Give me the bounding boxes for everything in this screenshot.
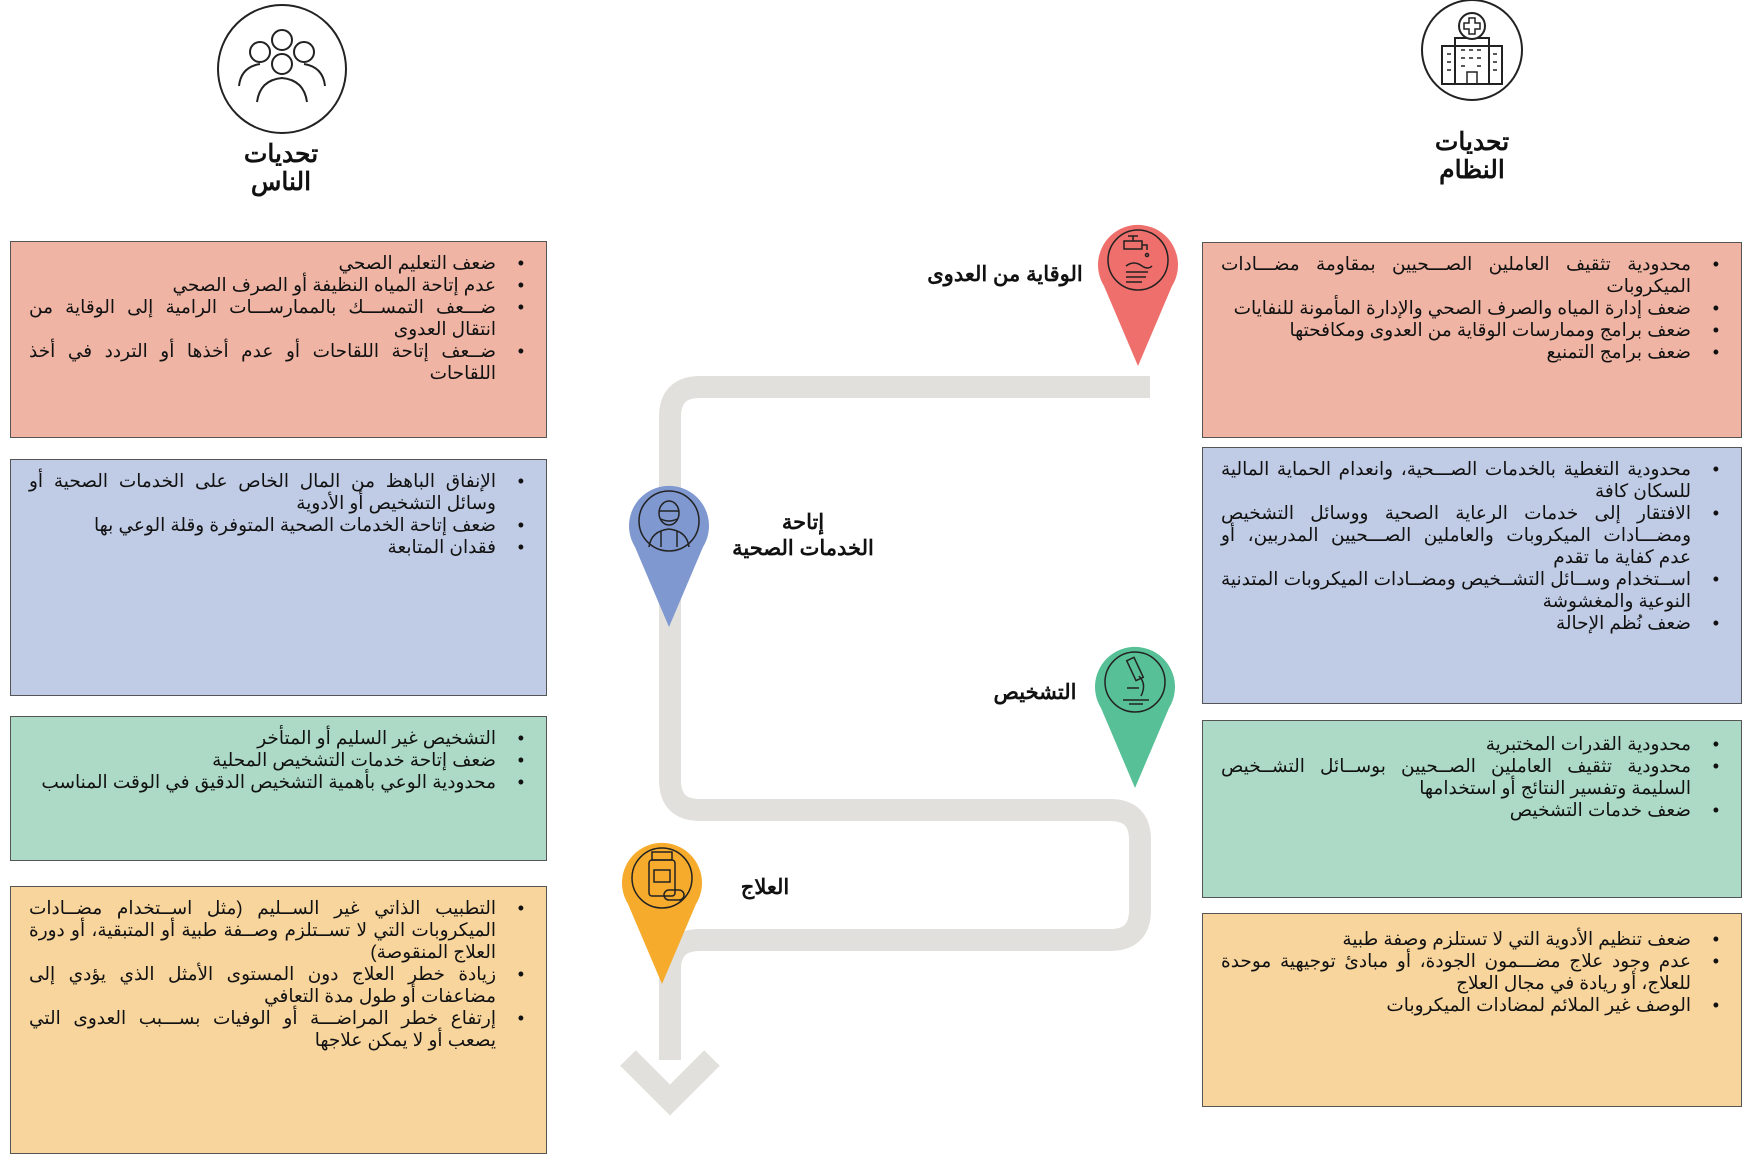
list-item: التطبيب الذاتي غير الســليم (مثل اســتخد… <box>29 897 524 963</box>
access-label: إتاحة الخدمات الصحية <box>718 510 888 562</box>
list-item: ضعف برامج وممارسات الوقاية من العدوى ومك… <box>1221 319 1719 341</box>
system-prevention-box: محدودية تثقيف العاملين الصـــحيين بمقاوم… <box>1202 242 1742 438</box>
system-prevention-list: محدودية تثقيف العاملين الصـــحيين بمقاوم… <box>1203 243 1741 371</box>
system-header-line1: تحديات <box>1434 128 1510 156</box>
system-header-line2: النظام <box>1439 156 1505 184</box>
system-treatment-box: ضعف تنظيم الأدوية التي لا تستلزم وصفة طب… <box>1202 913 1742 1107</box>
system-diagnosis-box: محدودية القدرات المختبرية محدودية تثقيف … <box>1202 720 1742 898</box>
list-item: فقدان المتابعة <box>29 536 524 558</box>
diagnosis-label: التشخيص <box>993 681 1077 704</box>
people-prevention-list: ضعف التعليم الصحي عدم إتاحة المياه النظي… <box>11 242 546 392</box>
system-treatment-list: ضعف تنظيم الأدوية التي لا تستلزم وصفة طب… <box>1203 914 1741 1024</box>
list-item: عدم إتاحة المياه النظيفة أو الصرف الصحي <box>29 274 524 296</box>
people-access-box: الإنفاق الباهظ من المال الخاص على الخدما… <box>10 459 547 696</box>
access-label-line1: إتاحة <box>781 511 825 534</box>
people-access-list: الإنفاق الباهظ من المال الخاص على الخدما… <box>11 460 546 566</box>
treatment-pin <box>622 842 702 984</box>
list-item: إرتفاع خطر المراضـــة أو الوفيات بســـبب… <box>29 1007 524 1051</box>
pathway-arrowhead <box>620 1050 720 1116</box>
list-item: ضــعف إتاحة اللقاحات أو عدم أخذها أو الت… <box>29 340 524 384</box>
people-header-line2: الناس <box>250 168 312 196</box>
list-item: ضعف التعليم الصحي <box>29 252 524 274</box>
people-diagnosis-list: التشخيص غير السليم أو المتأخر ضعف إتاحة … <box>11 717 546 801</box>
handwashing-tap-icon <box>1123 235 1153 283</box>
people-prevention-box: ضعف التعليم الصحي عدم إتاحة المياه النظي… <box>10 241 547 438</box>
system-header-title: تحديات النظام <box>1382 128 1562 184</box>
list-item: الإنفاق الباهظ من المال الخاص على الخدما… <box>29 470 524 514</box>
people-treatment-list: التطبيب الذاتي غير الســليم (مثل اســتخد… <box>11 887 546 1059</box>
list-item: محدودية تثقيف العاملين الصــحيين بوســائ… <box>1221 755 1719 799</box>
list-item: محدودية القدرات المختبرية <box>1221 733 1719 755</box>
health-worker-icon <box>648 500 690 548</box>
list-item: ضـــعف التمســـك بالممارســـات الرامية إ… <box>29 296 524 340</box>
access-pin <box>629 485 709 627</box>
list-item: ضعف إتاحة خدمات التشخيص المحلية <box>29 749 524 771</box>
hospital-building-icon <box>1421 0 1523 101</box>
people-group-icon <box>217 4 347 134</box>
system-access-box: محدودية التغطية بالخدمات الصـــحية، وانع… <box>1202 447 1742 704</box>
list-item: محدودية التغطية بالخدمات الصـــحية، وانع… <box>1221 458 1719 502</box>
people-header-title: تحديات الناس <box>191 140 371 196</box>
list-item: زيادة خطر العلاج دون المستوى الأمثل الذي… <box>29 963 524 1007</box>
people-treatment-box: التطبيب الذاتي غير الســليم (مثل اســتخد… <box>10 886 547 1154</box>
list-item: عدم وجود علاج مضـــمون الجودة، أو مبادئ … <box>1221 950 1719 994</box>
list-item: الافتقار إلى خدمات الرعاية الصحية ووسائل… <box>1221 502 1719 568</box>
list-item: ضعف برامج التمنيع <box>1221 341 1719 363</box>
list-item: الوصف غير الملائم لمضادات الميكروبات <box>1221 994 1719 1016</box>
diagnosis-pin <box>1095 646 1175 788</box>
list-item: محدودية الوعي بأهمية التشخيص الدقيق في ا… <box>29 771 524 793</box>
list-item: التشخيص غير السليم أو المتأخر <box>29 727 524 749</box>
system-header: تحديات النظام <box>1410 0 1590 200</box>
people-diagnosis-box: التشخيص غير السليم أو المتأخر ضعف إتاحة … <box>10 716 547 861</box>
medicine-bottle-icon <box>648 851 685 901</box>
microscope-icon <box>1123 656 1149 705</box>
system-diagnosis-list: محدودية القدرات المختبرية محدودية تثقيف … <box>1203 721 1741 829</box>
access-label-line2: الخدمات الصحية <box>732 537 874 560</box>
people-header-line1: تحديات <box>243 140 319 168</box>
list-item: ضعف إتاحة الخدمات الصحية المتوفرة وقلة ا… <box>29 514 524 536</box>
list-item: ضعف خدمات التشخيص <box>1221 799 1719 821</box>
system-access-list: محدودية التغطية بالخدمات الصـــحية، وانع… <box>1203 448 1741 642</box>
prevention-pin <box>1098 224 1178 366</box>
treatment-label: العلاج <box>740 876 790 899</box>
list-item: اســتخدام وســائل التشــخيص ومضــادات ال… <box>1221 568 1719 612</box>
prevention-label: الوقاية من العدوى <box>927 263 1083 286</box>
list-item: ضعف إدارة المياه والصرف الصحي والإدارة ا… <box>1221 297 1719 319</box>
list-item: محدودية تثقيف العاملين الصـــحيين بمقاوم… <box>1221 253 1719 297</box>
list-item: ضعف نُظم الإحالة <box>1221 612 1719 634</box>
people-header: تحديات الناس <box>205 0 385 200</box>
list-item: ضعف تنظيم الأدوية التي لا تستلزم وصفة طب… <box>1221 928 1719 950</box>
